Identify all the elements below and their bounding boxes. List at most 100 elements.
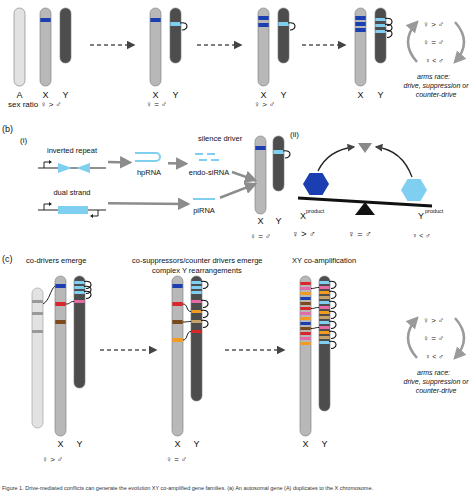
suppression-link [183, 332, 191, 341]
text-label: ♀ > ♂ [254, 100, 275, 110]
gene-band [300, 292, 310, 295]
chromosome-outline [40, 8, 51, 86]
text-label: product [425, 208, 443, 215]
autosome-band [32, 312, 43, 315]
flow-arrow-line [220, 184, 255, 198]
chromosome-body [191, 276, 202, 401]
gene-band [375, 30, 385, 33]
gene-band [300, 302, 310, 305]
text-label: ♀ = ♂ [146, 100, 167, 110]
chromosome-body [172, 276, 183, 436]
chromosome-label: Y [266, 90, 301, 101]
gene-band [74, 291, 84, 294]
chromosome: X [300, 276, 311, 451]
gene-band [319, 296, 329, 299]
suppression-link [311, 308, 319, 309]
rna-glyph [36, 199, 108, 218]
flow-arrow [220, 184, 255, 198]
text-label: X [300, 211, 306, 222]
chromosome: X [150, 8, 161, 102]
text-label: ♀ > ♂ [292, 229, 316, 240]
sirna-duplex [207, 153, 215, 155]
rna-label: piRNA [178, 206, 230, 216]
gene-band [74, 281, 84, 284]
chromosome: Y [191, 276, 202, 451]
text-label: ♀ > ♂ [423, 20, 444, 30]
autosome-band [32, 330, 43, 333]
balance-beam [298, 198, 432, 206]
chromosome-body [375, 8, 386, 63]
chromosome-outline [14, 8, 25, 86]
gene-band [319, 281, 329, 284]
chromosome-body [170, 8, 181, 63]
promoter-arrowhead [49, 202, 52, 206]
gene-band [172, 338, 182, 342]
gene-band [278, 22, 288, 26]
rna-element: endo-siRNA [186, 150, 232, 178]
chromosome-label: Y [307, 439, 342, 450]
rna-label: endo-siRNA [176, 168, 242, 178]
text-label: ♀ = ♂ [348, 229, 372, 240]
chromosome-outline [60, 8, 71, 63]
gene-band [74, 300, 84, 303]
gene-band [150, 18, 160, 22]
text-label: ♀ = ♂ [423, 38, 444, 48]
chromosome: X [258, 8, 269, 102]
target-triangle [358, 143, 372, 153]
text-label: (i) [20, 136, 27, 146]
gene-band [191, 281, 201, 284]
balance-fulcrum [355, 202, 375, 215]
gene-band [319, 331, 329, 334]
text-label: ♀ = ♂ [166, 455, 187, 465]
gene-band [319, 311, 329, 314]
text-label: (b) [2, 124, 13, 135]
gene-band [319, 336, 329, 339]
rna-element: piRNA [188, 192, 220, 216]
rna-label: inverted repeat [26, 146, 118, 156]
rna-label: dual strand [26, 188, 118, 198]
flow-arrow-line [232, 172, 255, 180]
chromosome-outline [172, 276, 183, 436]
suppression-link [311, 288, 319, 289]
gene-band [319, 306, 329, 309]
chromosome-body [355, 8, 366, 86]
gene-band [300, 282, 310, 285]
chromosome-label: X [43, 439, 78, 450]
rna-glyph [130, 148, 168, 168]
gene-band [191, 330, 201, 333]
gene-band [375, 18, 385, 21]
chromosome: Y [278, 8, 289, 102]
inverted-repeat-arm [76, 163, 90, 173]
flow-arrow-line [108, 161, 130, 164]
chromosome-body [55, 276, 66, 436]
rna-glyph [188, 192, 220, 206]
chromosome-label: X [243, 216, 278, 227]
binding-arrow [318, 147, 354, 171]
chromosome-body [60, 8, 71, 63]
gene-band [172, 320, 182, 324]
gene-band [255, 146, 265, 150]
cycle-arrow [408, 22, 417, 62]
promoter-arrowhead [90, 214, 93, 218]
chromosome-body [14, 8, 25, 86]
gene-band [300, 307, 310, 310]
text-label: XY co-amplification [292, 256, 356, 265]
gene-band [319, 321, 329, 324]
gene-band [355, 28, 365, 32]
gene-band [319, 326, 329, 329]
dashed-arrow [197, 44, 241, 46]
chromosome-outline [170, 8, 181, 63]
binding-arrow [376, 147, 412, 177]
chromosome: X [255, 136, 266, 228]
gene-band [55, 320, 65, 324]
gene-band [300, 342, 310, 345]
dashed-arrow [90, 44, 134, 46]
gene-band [319, 291, 329, 294]
gene-band [172, 302, 182, 306]
autosome-band [32, 300, 43, 303]
chromosome-outline [278, 8, 289, 63]
text-label: Y [418, 211, 424, 222]
text-label: (c) [2, 254, 13, 265]
chromosome-outline [55, 276, 66, 436]
